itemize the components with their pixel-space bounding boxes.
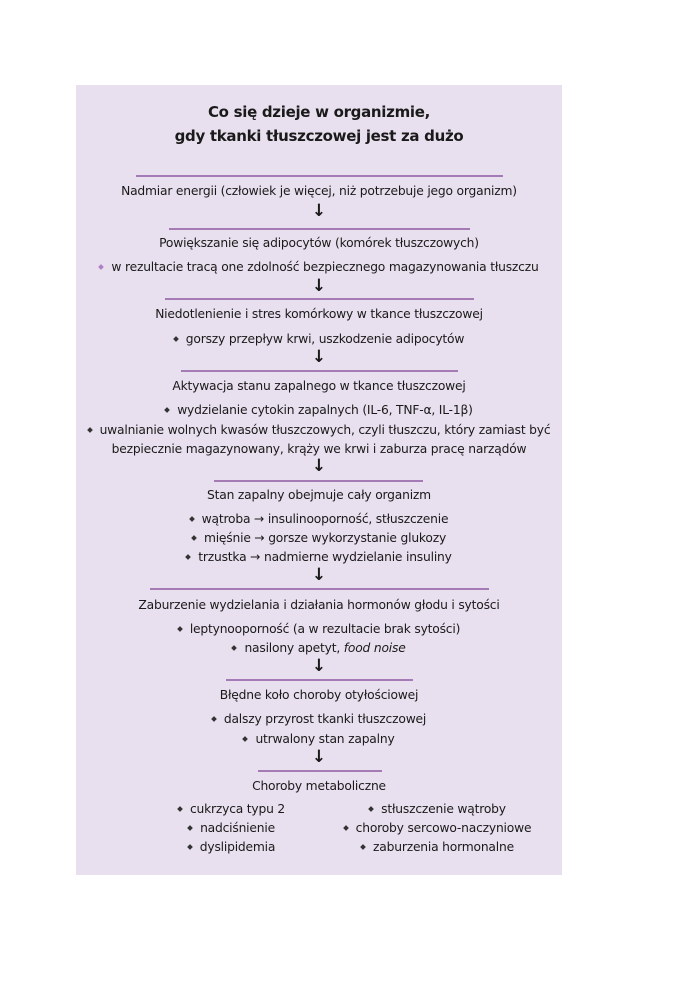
step-heading: Powiększanie się adipocytów (komórek tłu… bbox=[159, 236, 479, 250]
bullet-item: gorszy przepływ krwi, uszkodzenie adipoc… bbox=[76, 331, 562, 347]
bullet-text: w rezultacie tracą one zdolność bezpiecz… bbox=[111, 260, 539, 274]
bullet-text: uwalnianie wolnych kwasów tłuszczowych, … bbox=[99, 423, 551, 437]
bullet-text: choroby sercowo-naczyniowe bbox=[355, 821, 532, 835]
bullet-item: wydzielanie cytokin zapalnych (IL-6, TNF… bbox=[76, 402, 562, 418]
bullet-item: zaburzenia hormonalne bbox=[316, 838, 559, 857]
divider bbox=[150, 588, 489, 590]
arrow-down-icon: ↓ bbox=[311, 656, 327, 676]
bullet-icon bbox=[360, 843, 366, 850]
bullet-item: choroby sercowo-naczyniowe bbox=[316, 819, 559, 838]
bullet-item: mięśnie → gorsze wykorzystanie glukozy bbox=[76, 530, 562, 546]
divider bbox=[181, 370, 458, 372]
bullet-icon bbox=[172, 335, 179, 342]
divider bbox=[258, 770, 382, 772]
arrow-down-icon: ↓ bbox=[311, 456, 327, 476]
divider bbox=[169, 228, 470, 230]
step-heading: Stan zapalny obejmuje cały organizm bbox=[207, 488, 431, 502]
bullet-icon bbox=[191, 534, 197, 541]
bullet-icon bbox=[188, 515, 195, 522]
bullet-icon bbox=[368, 805, 375, 812]
bullet-icon bbox=[164, 406, 171, 413]
bullet-text: trzustka → nadmierne wydzielanie insulin… bbox=[198, 550, 452, 564]
divider bbox=[165, 298, 474, 300]
bullet-icon bbox=[186, 843, 193, 850]
step-heading: Błędne koło choroby otyłościowej bbox=[219, 688, 419, 702]
bullet-text: wątroba → insulinooporność, stłuszczenie bbox=[201, 512, 449, 526]
bullet-icon bbox=[98, 263, 105, 270]
bullet-item: dyslipidemia bbox=[110, 838, 353, 857]
bullet-item: uwalnianie wolnych kwasów tłuszczowych, … bbox=[76, 422, 562, 438]
arrow-down-icon: ↓ bbox=[311, 747, 327, 767]
bullet-item: cukrzyca typu 2 bbox=[110, 800, 353, 819]
bullet-text: mięśnie → gorsze wykorzystanie glukozy bbox=[203, 531, 447, 545]
bullet-icon bbox=[187, 824, 193, 831]
bullet-icon bbox=[185, 553, 192, 560]
bullet-text: zaburzenia hormonalne bbox=[373, 840, 514, 854]
divider bbox=[136, 175, 503, 177]
bullet-icon bbox=[176, 625, 183, 632]
bullet-icon bbox=[211, 715, 217, 722]
bullet-text: wydzielanie cytokin zapalnych (IL-6, TNF… bbox=[177, 403, 473, 417]
bullet-item: stłuszczenie wątroby bbox=[316, 800, 559, 819]
bullet-item: dalszy przyrost tkanki tłuszczowej bbox=[76, 711, 562, 727]
bullet-icon bbox=[342, 824, 349, 831]
bullet-item: nadciśnienie bbox=[110, 819, 353, 838]
title-line-2: gdy tkanki tłuszczowej jest za dużo bbox=[174, 127, 464, 145]
bullet-continuation: bezpiecznie magazynowany, krąży we krwi … bbox=[111, 442, 527, 456]
bullet-text: utrwalony stan zapalny bbox=[255, 732, 395, 746]
step-heading: Choroby metaboliczne bbox=[252, 779, 386, 793]
title-line-1: Co się dzieje w organizmie, bbox=[207, 103, 431, 121]
step-heading: Zaburzenie wydzielania i działania hormo… bbox=[138, 598, 500, 612]
arrow-down-icon: ↓ bbox=[311, 201, 327, 221]
divider bbox=[226, 679, 413, 681]
disease-list-left: cukrzyca typu 2 nadciśnienie dyslipidemi… bbox=[110, 800, 353, 857]
step-heading: Aktywacja stanu zapalnego w tkance tłusz… bbox=[172, 379, 466, 393]
arrow-down-icon: ↓ bbox=[311, 276, 327, 296]
bullet-text: nadciśnienie bbox=[200, 821, 275, 835]
bullet-text-italic: food noise bbox=[343, 641, 406, 655]
bullet-icon bbox=[231, 644, 238, 651]
bullet-text: nasilony apetyt, bbox=[244, 641, 344, 655]
bullet-item: w rezultacie tracą one zdolność bezpiecz… bbox=[76, 259, 562, 275]
bullet-text: leptynooporność (a w rezultacie brak syt… bbox=[189, 622, 461, 636]
bullet-icon bbox=[177, 805, 183, 812]
arrow-down-icon: ↓ bbox=[311, 347, 327, 367]
bullet-text: stłuszczenie wątroby bbox=[381, 802, 506, 816]
step-heading: Niedotlenienie i stres komórkowy w tkanc… bbox=[155, 307, 483, 321]
bullet-item: wątroba → insulinooporność, stłuszczenie bbox=[76, 511, 562, 527]
bullet-text: cukrzyca typu 2 bbox=[189, 802, 286, 816]
divider bbox=[214, 480, 423, 482]
bullet-text: gorszy przepływ krwi, uszkodzenie adipoc… bbox=[185, 332, 465, 346]
bullet-text: dalszy przyrost tkanki tłuszczowej bbox=[223, 712, 427, 726]
bullet-icon bbox=[86, 426, 93, 433]
bullet-item: utrwalony stan zapalny bbox=[76, 731, 562, 747]
disease-list-right: stłuszczenie wątroby choroby sercowo-nac… bbox=[316, 800, 559, 857]
bullet-item: leptynooporność (a w rezultacie brak syt… bbox=[76, 621, 562, 637]
step-heading: Nadmiar energii (człowiek je więcej, niż… bbox=[121, 184, 517, 198]
bullet-item: trzustka → nadmierne wydzielanie insulin… bbox=[76, 549, 562, 565]
bullet-text: dyslipidemia bbox=[199, 840, 276, 854]
bullet-item: nasilony apetyt, food noise bbox=[76, 640, 562, 656]
arrow-down-icon: ↓ bbox=[311, 565, 327, 585]
bullet-icon bbox=[242, 735, 249, 742]
